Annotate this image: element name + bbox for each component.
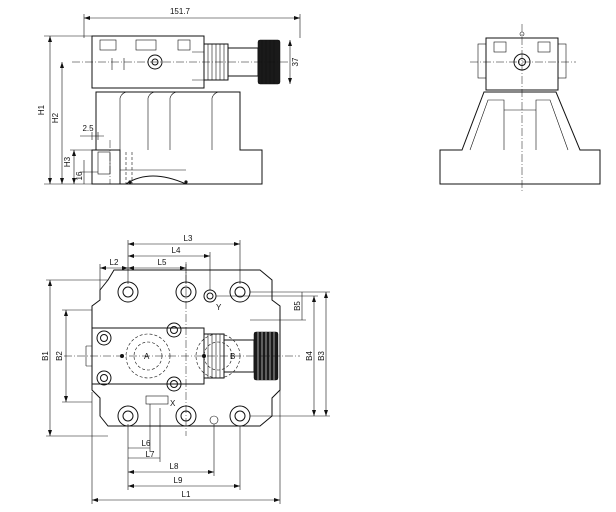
dim-L6: L6: [142, 439, 151, 448]
front-view: [72, 35, 290, 185]
dim-solenoid-height: 37: [291, 57, 300, 66]
dim-H3: H3: [63, 156, 72, 167]
dim-L3: L3: [184, 234, 193, 243]
port-B-label: B: [230, 352, 235, 361]
dim-L4: L4: [172, 246, 181, 255]
dim-H2: H2: [51, 112, 60, 123]
port-Y-label: Y: [216, 303, 222, 312]
dim-B1: B1: [41, 351, 50, 361]
port-A-label: A: [144, 352, 150, 361]
dim-H1: H1: [37, 104, 46, 115]
front-view-dimensions: 151.7 37 H1 H2 H3 16 2.5: [37, 7, 301, 185]
dim-B5: B5: [293, 301, 302, 311]
dim-16: 16: [75, 171, 84, 180]
dim-L1: L1: [182, 490, 191, 499]
dim-L2: L2: [110, 258, 119, 267]
dim-L5: L5: [158, 258, 167, 267]
dim-L9: L9: [174, 476, 183, 485]
top-view: A B Y X: [64, 262, 300, 436]
dim-B3: B3: [317, 351, 326, 361]
dim-B2: B2: [55, 351, 64, 361]
port-X-label: X: [170, 399, 176, 408]
dim-overall-width: 151.7: [170, 7, 191, 16]
dim-2-5: 2.5: [82, 124, 94, 133]
dim-B4: B4: [305, 351, 314, 361]
dim-L7: L7: [146, 450, 155, 459]
side-view: [439, 24, 601, 192]
dim-L8: L8: [170, 462, 179, 471]
top-view-dimensions: L3 L4 L5 L2 L6 L7 L8 L9 L1 B1 B2 B3: [41, 234, 330, 504]
